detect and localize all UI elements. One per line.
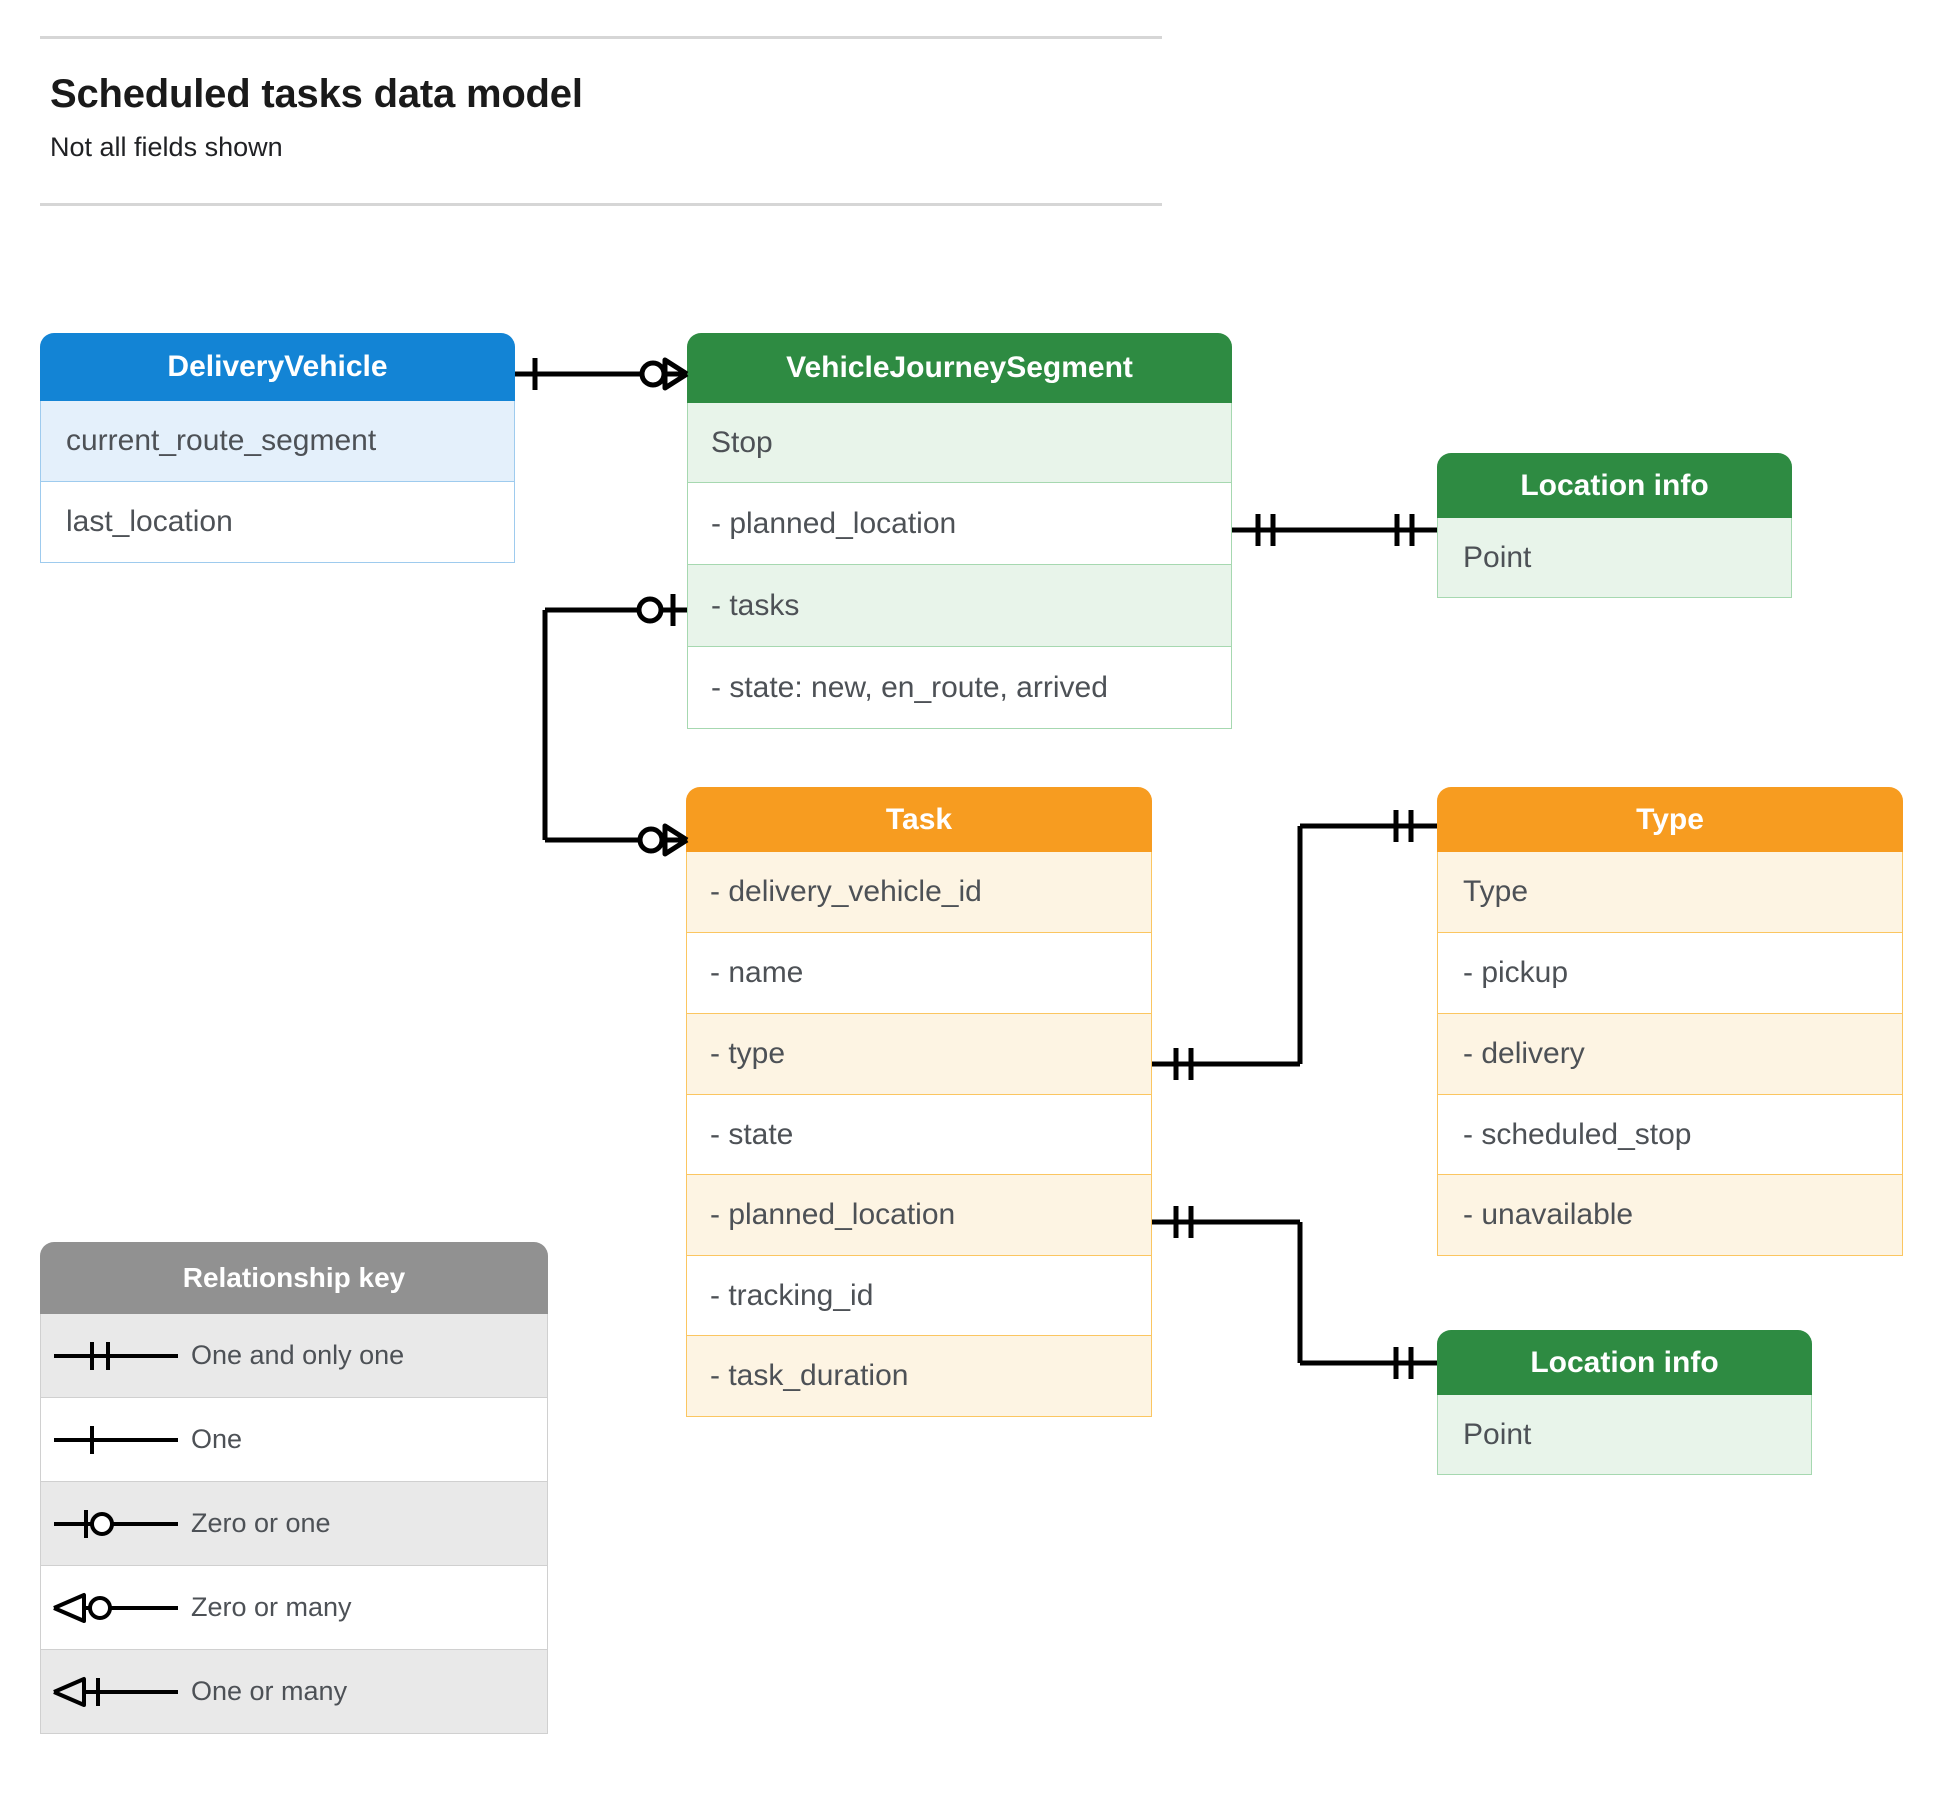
legend-item-label: Zero or one xyxy=(191,1508,331,1538)
connector-delivery-vehicle-to-vehicle-journey-segment xyxy=(515,357,689,391)
entity-header-vehicle-journey-segment: VehicleJourneySegment xyxy=(687,333,1232,403)
entity-vehicle-journey-segment[interactable]: VehicleJourneySegment Stop - planned_loc… xyxy=(687,333,1232,729)
zero-or-one-icon xyxy=(41,1504,191,1544)
connector-tasks-to-task xyxy=(542,594,689,857)
connector-task-type-to-type xyxy=(1152,810,1437,1080)
field-row: - pickup xyxy=(1437,933,1903,1014)
legend-relationship-key: Relationship key One and only one One xyxy=(40,1242,548,1734)
field-row: last_location xyxy=(40,482,515,563)
legend-item-label: Zero or many xyxy=(191,1592,352,1622)
entity-header-location-info-top: Location info xyxy=(1437,453,1792,518)
header-divider-bottom xyxy=(40,203,1162,206)
entity-delivery-vehicle[interactable]: DeliveryVehicle current_route_segment la… xyxy=(40,333,515,563)
one-and-only-one-icon xyxy=(41,1336,191,1376)
legend-item-label: One or many xyxy=(191,1676,348,1706)
entity-header-location-info-bottom: Location info xyxy=(1437,1330,1812,1395)
entity-location-info-bottom[interactable]: Location info Point xyxy=(1437,1330,1812,1475)
page-title: Scheduled tasks data model xyxy=(50,72,583,116)
field-row: - unavailable xyxy=(1437,1175,1903,1256)
entity-header-task: Task xyxy=(686,787,1152,852)
field-row: Type xyxy=(1437,852,1903,933)
legend-item-label: One xyxy=(191,1424,243,1454)
field-row: - type xyxy=(686,1014,1152,1095)
header-divider-top xyxy=(40,36,1162,39)
entity-header-delivery-vehicle: DeliveryVehicle xyxy=(40,333,515,401)
one-icon xyxy=(41,1420,191,1460)
field-row: - state xyxy=(686,1095,1152,1175)
legend-item: Zero or one xyxy=(40,1482,548,1566)
field-row: - state: new, en_route, arrived xyxy=(687,647,1232,729)
entity-location-info-top[interactable]: Location info Point xyxy=(1437,453,1792,598)
one-or-many-icon xyxy=(41,1672,191,1712)
entity-type[interactable]: Type Type - pickup - delivery - schedule… xyxy=(1437,787,1903,1256)
legend-item: One and only one xyxy=(40,1314,548,1398)
field-row: Stop xyxy=(687,403,1232,483)
field-row: - tasks xyxy=(687,565,1232,647)
entity-task[interactable]: Task - delivery_vehicle_id - name - type… xyxy=(686,787,1152,1417)
field-row: - tracking_id xyxy=(686,1256,1152,1336)
connector-task-planned-location-to-location-info-bottom xyxy=(1152,1206,1437,1379)
field-row: - delivery xyxy=(1437,1014,1903,1095)
field-row: current_route_segment xyxy=(40,401,515,482)
field-row: - scheduled_stop xyxy=(1437,1095,1903,1175)
legend-item: One xyxy=(40,1398,548,1482)
legend-item-label: One and only one xyxy=(191,1340,405,1370)
field-row: Point xyxy=(1437,1395,1812,1475)
field-row: - delivery_vehicle_id xyxy=(686,852,1152,933)
field-row: - planned_location xyxy=(687,483,1232,565)
legend-item: One or many xyxy=(40,1650,548,1734)
field-row: Point xyxy=(1437,518,1792,598)
zero-or-many-icon xyxy=(41,1588,191,1628)
field-row: - name xyxy=(686,933,1152,1014)
field-row: - planned_location xyxy=(686,1175,1152,1256)
page-subtitle: Not all fields shown xyxy=(50,132,283,162)
legend-header: Relationship key xyxy=(40,1242,548,1314)
legend-item: Zero or many xyxy=(40,1566,548,1650)
field-row: - task_duration xyxy=(686,1336,1152,1417)
entity-header-type: Type xyxy=(1437,787,1903,852)
connector-planned-location-to-location-info-top xyxy=(1232,514,1437,546)
